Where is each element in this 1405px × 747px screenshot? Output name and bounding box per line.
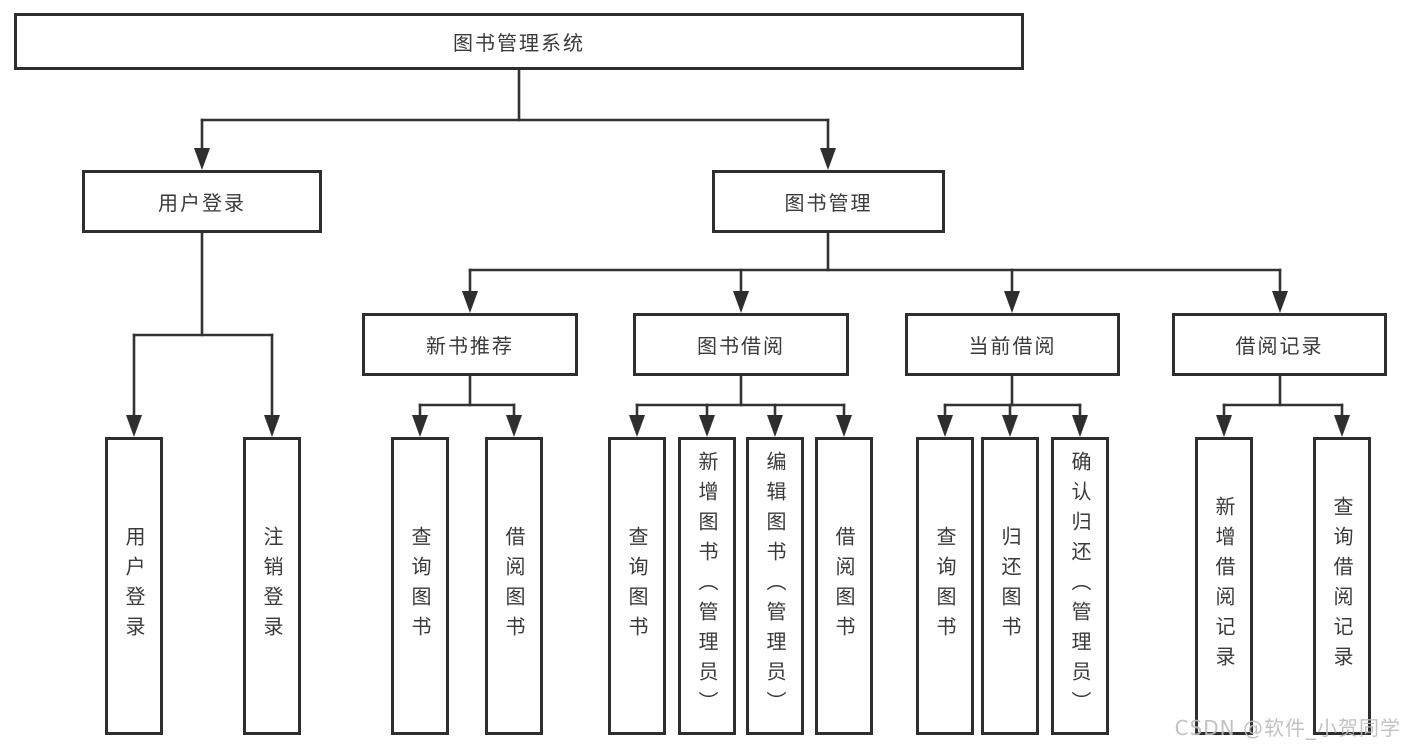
edge-book-mgmt-to-level3: [462, 231, 1288, 313]
node-leaf-logout: 注销登录: [243, 437, 301, 735]
edge-records-to-leaves: [1216, 374, 1350, 437]
node-leaf-add-books-admin: 新增图书（管理员）: [678, 437, 736, 735]
node-book-management: 图书管理: [712, 170, 945, 233]
node-leaf-query-books-current: 查询图书: [916, 437, 974, 735]
node-leaf-borrow-books-recommend: 借阅图书: [485, 437, 543, 735]
node-leaf-add-borrow-record: 新增借阅记录: [1195, 437, 1253, 735]
node-root: 图书管理系统: [14, 13, 1024, 70]
edge-borrowing-to-leaves: [629, 374, 852, 437]
edge-user-login-to-leaves: [126, 231, 280, 437]
node-leaf-user-login: 用户登录: [105, 437, 163, 735]
node-leaf-query-books-recommend: 查询图书: [391, 437, 449, 735]
node-leaf-query-books-borrowing: 查询图书: [608, 437, 666, 735]
node-leaf-return-books: 归还图书: [981, 437, 1039, 735]
node-leaf-query-borrow-record: 查询借阅记录: [1313, 437, 1371, 735]
node-leaf-edit-books-admin: 编辑图书（管理员）: [746, 437, 804, 735]
node-current-borrowing: 当前借阅: [905, 313, 1120, 376]
node-book-borrowing: 图书借阅: [633, 313, 849, 376]
node-borrow-records: 借阅记录: [1172, 313, 1387, 376]
edge-current-to-leaves: [937, 374, 1088, 437]
node-user-login: 用户登录: [82, 170, 322, 233]
edge-root-to-level2: [194, 68, 836, 170]
watermark: CSDN @软件_小贺同学: [1174, 716, 1401, 740]
edge-recommend-to-leaves: [412, 374, 522, 437]
node-new-book-recommend: 新书推荐: [362, 313, 578, 376]
node-leaf-borrow-books-borrowing: 借阅图书: [815, 437, 873, 735]
node-leaf-confirm-return-admin: 确认归还（管理员）: [1051, 437, 1109, 735]
